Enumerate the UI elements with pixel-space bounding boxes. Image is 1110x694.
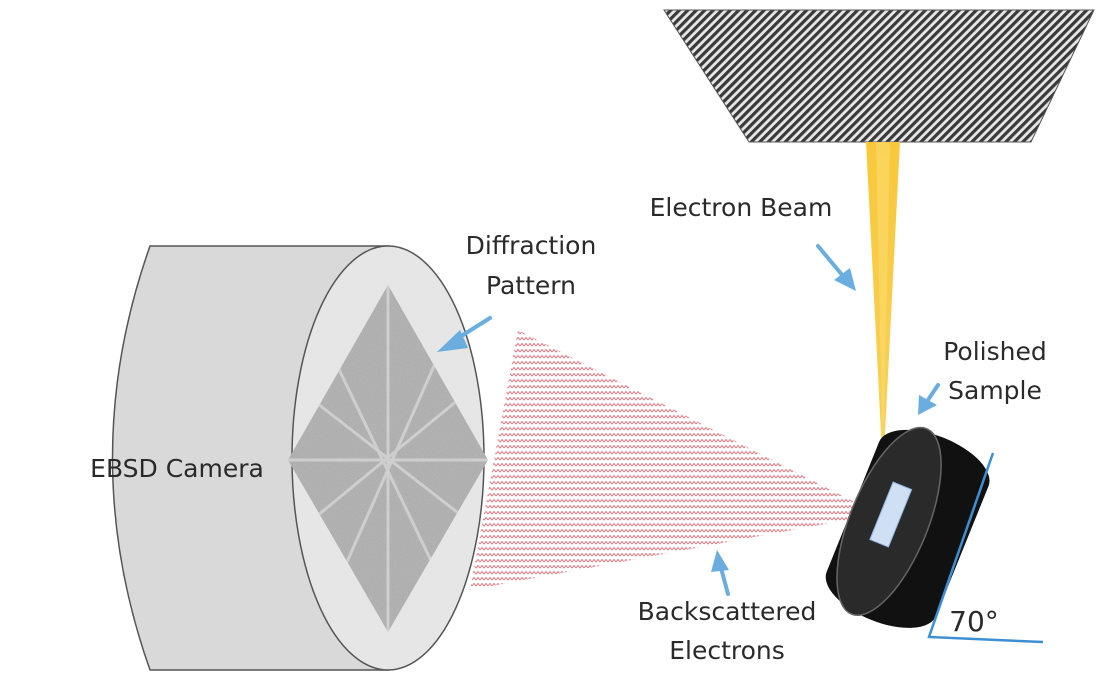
pole-piece-icon [663,9,1095,143]
backscattered-label-line2: Electrons [669,636,785,665]
electron-beam-label: Electron Beam [650,193,833,222]
diffraction-label-line2: Pattern [486,271,576,300]
polished-label-line1: Polished [943,337,1047,366]
arrow-icon-backscatter [711,550,730,596]
arrow-icon-diffraction [437,316,492,352]
arrow-icon-beam [816,244,856,291]
backscattered-electrons-fan [470,330,878,590]
sample-beam-spot [869,481,913,548]
angle-label: 70° [949,605,999,638]
camera-label: EBSD Camera [90,454,264,483]
polished-label-line2: Sample [948,376,1042,405]
tilt-angle-lines [927,452,1044,644]
pointer-arrows [437,244,940,596]
arrow-icon-sample [918,383,940,415]
electron-beam-core [876,142,890,472]
diffraction-label-line1: Diffraction [466,231,597,260]
backscattered-label-line1: Backscattered [638,597,817,626]
